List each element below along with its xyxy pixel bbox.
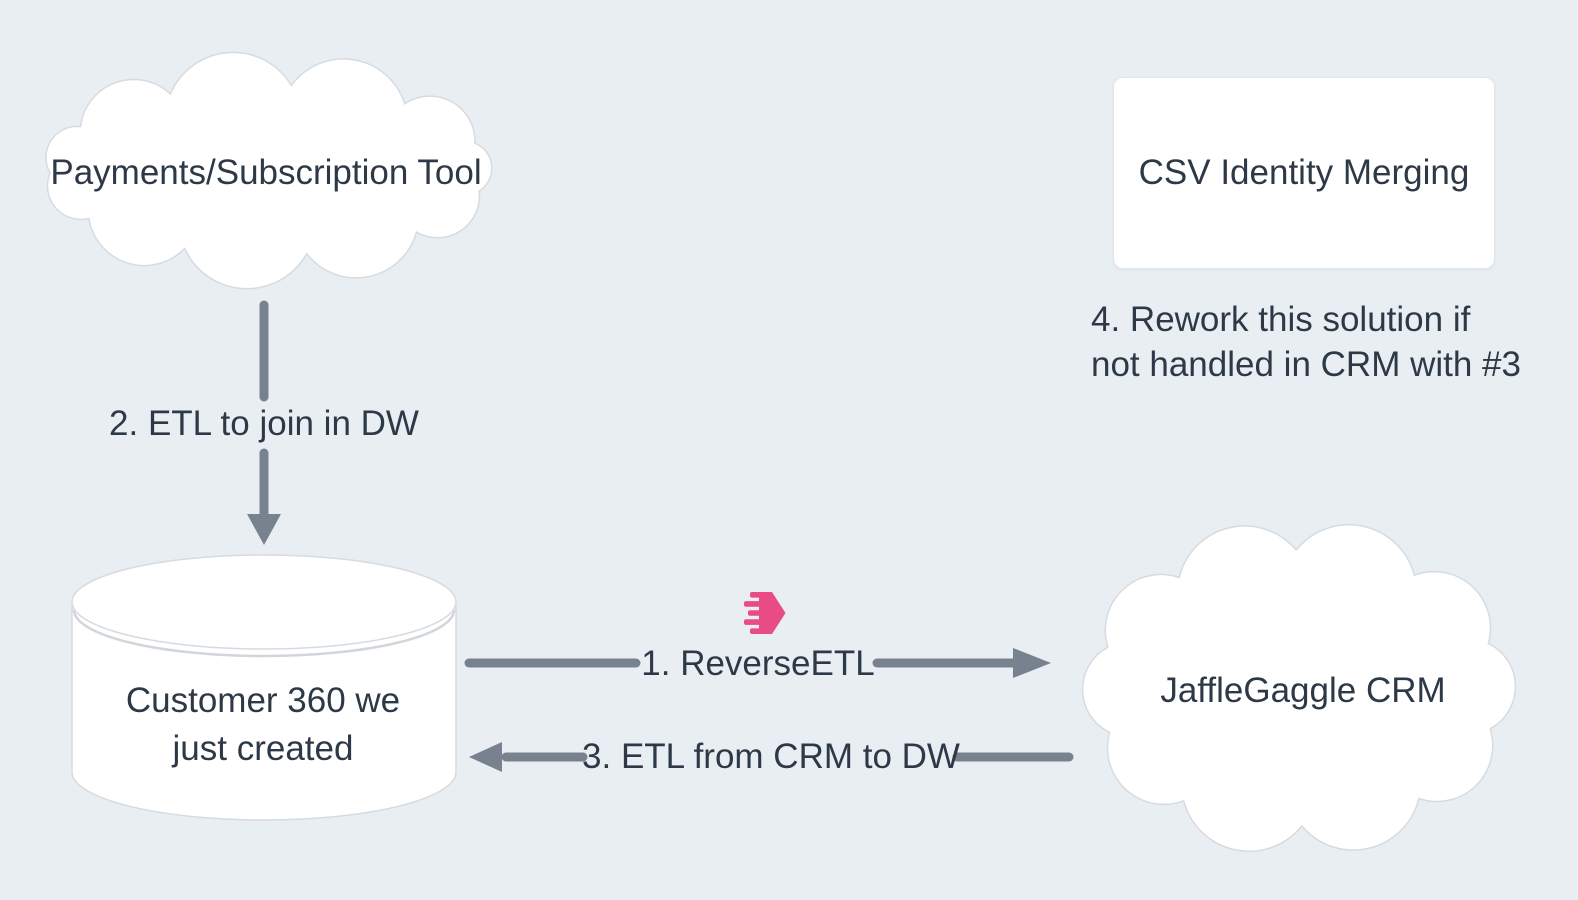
arrow-etl-from-crm-to-dw [469, 742, 1074, 772]
hightouch-logo-icon [744, 592, 786, 634]
rework-note-line2: not handled in CRM with #3 [1091, 345, 1521, 384]
csv-identity-merging-box: CSV Identity Merging [1113, 77, 1495, 269]
warehouse-label-line2: just created [172, 729, 354, 768]
edge-label-etl-to-join: 2. ETL to join in DW [109, 404, 419, 443]
crm-cloud-label: JaffleGaggle CRM [1160, 671, 1446, 710]
warehouse-label-line1: Customer 360 we [125, 681, 401, 720]
edge-label-reverse-etl: 1. ReverseETL [641, 644, 875, 683]
arrow-etl-to-join-in-dw [247, 300, 281, 545]
csv-box-label: CSV Identity Merging [1138, 153, 1470, 192]
rework-note: 4. Rework this solution if not handled i… [1091, 297, 1521, 387]
rework-note-line1: 4. Rework this solution if [1091, 300, 1471, 339]
customer360-cylinder-shape [71, 554, 457, 821]
payments-cloud-shape [45, 51, 493, 290]
crm-cloud-shape [1081, 523, 1517, 853]
warehouse-cylinder-label: Customer 360 we just created [126, 677, 400, 773]
arrow-reverse-etl [464, 648, 1051, 678]
payments-cloud-label: Payments/Subscription Tool [50, 153, 482, 192]
edge-label-etl-from-crm: 3. ETL from CRM to DW [582, 737, 960, 776]
